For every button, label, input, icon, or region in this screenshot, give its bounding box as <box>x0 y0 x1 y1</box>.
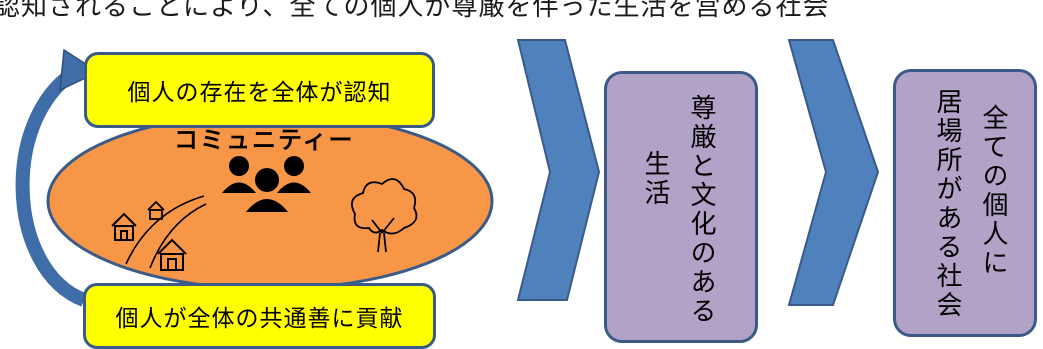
chevron-arrow-icon <box>787 39 880 306</box>
contribution-box: 個人が全体の共通善に貢献 <box>83 283 436 349</box>
house-icon <box>157 238 187 271</box>
dignified-life-text-line-1: 尊厳と文化のある <box>686 94 716 326</box>
tree-icon <box>351 178 418 253</box>
dignified-life-box: 尊厳と文化のある 生活 <box>604 71 758 343</box>
inclusive-society-text-line-2: 居場所がある社会 <box>932 88 962 320</box>
inclusive-society-text-line-1: 全ての個人に <box>978 104 1008 278</box>
inclusive-society-box: 全ての個人に 居場所がある社会 <box>893 69 1037 337</box>
curved-arrow-icon <box>15 48 100 307</box>
recognition-text: 個人の存在を全体が認知 <box>127 80 392 106</box>
house-icon <box>111 212 137 241</box>
contribution-text: 個人が全体の共通善に貢献 <box>115 306 404 332</box>
top-caption: 認知されることにより、全ての個人が尊厳を伴った生活を営める社会 <box>0 0 830 22</box>
house-icon <box>147 200 165 220</box>
dignified-life-text-line-2: 生活 <box>640 150 670 208</box>
recognition-box: 個人の存在を全体が認知 <box>84 52 435 128</box>
chevron-arrow-icon <box>516 39 601 301</box>
people-group-icon <box>222 156 311 212</box>
road-icon <box>125 195 207 269</box>
community-label: コミュニティー <box>174 126 355 154</box>
